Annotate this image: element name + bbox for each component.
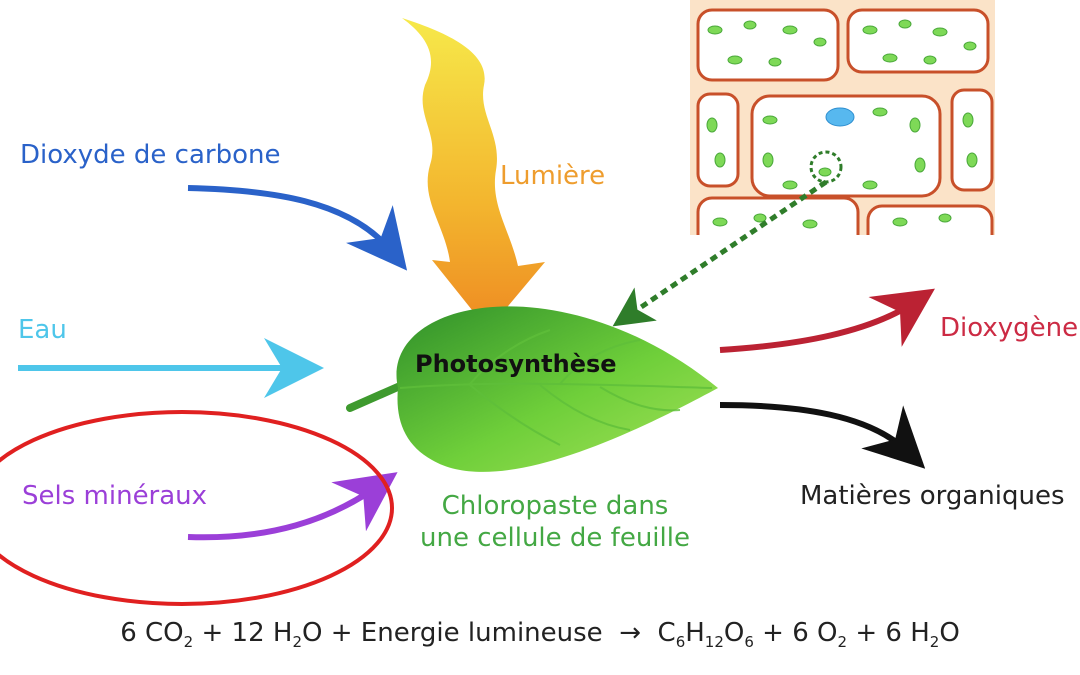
eq-o2-coef: 6	[792, 618, 809, 648]
process-label: Photosynthèse	[415, 350, 617, 378]
eq-h2o: H2O	[272, 618, 323, 652]
chloroplast-pointer-arrow	[612, 179, 828, 327]
leaf-cell-illustration	[690, 0, 995, 235]
minerals-label: Sels minéraux	[22, 481, 208, 511]
eq-h2o-coef: 12	[231, 618, 265, 648]
eq-o2: O2	[817, 618, 848, 652]
o2-arrow	[719, 288, 935, 353]
light-label: Lumière	[500, 161, 606, 191]
light-beam	[402, 18, 545, 330]
chloroplast-label: Chloropaste dans une cellule de feuille	[400, 490, 710, 554]
co2-arrow	[187, 185, 408, 271]
eq-co2: CO2	[145, 618, 194, 652]
eq-energy: Energie lumineuse	[360, 618, 603, 648]
co2-label: Dioxyde de carbone	[20, 140, 281, 170]
eq-arrow: →	[619, 618, 641, 648]
o2-label: Dioxygène	[940, 313, 1079, 343]
highlight-ring	[0, 410, 394, 606]
eq-glucose: C6H12O6	[657, 618, 754, 652]
photosynthesis-equation: 6 CO2 + 12 H2O + Energie lumineuse → C6H…	[120, 618, 960, 652]
chloroplast-label-line2: une cellule de feuille	[420, 523, 690, 553]
organic-arrow	[719, 402, 926, 469]
organic-label: Matières organiques	[800, 481, 1065, 511]
eq-h2o-out-coef: 6	[885, 618, 902, 648]
water-label: Eau	[18, 315, 67, 345]
eq-h2o-out: H2O	[910, 618, 960, 652]
minerals-arrow	[187, 472, 398, 541]
chloroplast-label-line1: Chloropaste dans	[441, 491, 669, 521]
eq-co2-coef: 6	[120, 618, 137, 648]
leaf	[346, 306, 718, 472]
